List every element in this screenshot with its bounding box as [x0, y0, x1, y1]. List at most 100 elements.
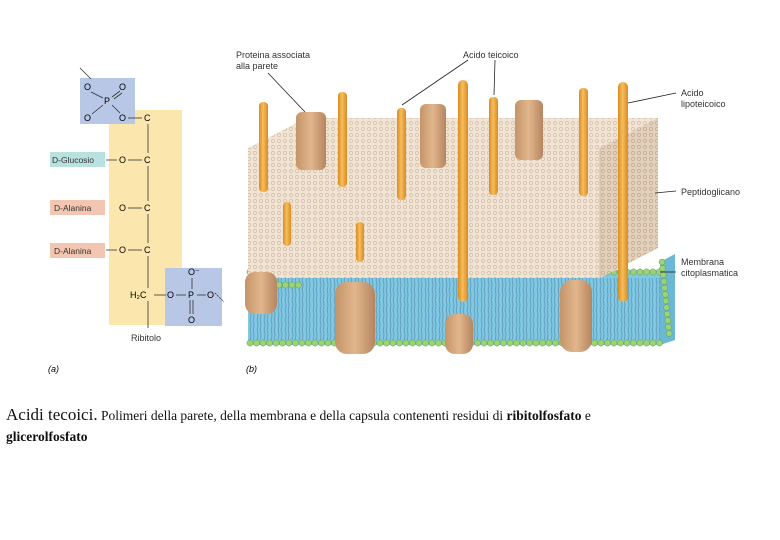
lipid-head	[636, 268, 644, 276]
teichoic-rod	[489, 97, 498, 195]
lipid-head	[665, 330, 673, 337]
lipid-head	[506, 339, 514, 347]
caption-text-2: e	[581, 408, 591, 423]
lipid-head	[532, 339, 540, 347]
lipid-head	[428, 339, 436, 347]
wall-protein	[420, 104, 446, 168]
lipoteichoic-rod	[618, 82, 628, 302]
lipid-head	[288, 281, 296, 289]
glucose-oxygen: O	[119, 155, 126, 165]
lipid-head	[664, 317, 672, 324]
phosphate-bottom-o-top: O⁻	[188, 267, 200, 277]
lipid-head	[376, 339, 384, 347]
lipid-head	[396, 339, 403, 347]
peptidoglycan-layer	[248, 118, 658, 278]
alanine-label-box-1	[50, 200, 105, 215]
alanine-label-1: D-Alanina	[54, 203, 92, 213]
lipid-head	[630, 339, 637, 347]
carbon-4: C	[144, 245, 151, 255]
lipid-head	[279, 339, 286, 347]
phosphate-bottom-p: P	[188, 290, 194, 300]
phosphate-top-box	[80, 78, 135, 124]
alanine-oxygen-1: O	[119, 203, 126, 213]
phosphate-bottom-o-bottom: O	[188, 315, 195, 325]
lipid-head	[604, 339, 611, 347]
carbon-2: C	[144, 155, 151, 165]
h2c-carbon: H₂C	[130, 290, 147, 300]
caption-line-2: glicerolfosfato	[6, 429, 88, 444]
ribitol-label: Ribitolo	[131, 333, 161, 343]
phosphate-bottom-box	[165, 268, 222, 326]
lipid-head	[643, 268, 650, 276]
teichoic-label: Acido teicoico	[463, 50, 519, 60]
lipid-head	[643, 339, 650, 347]
caption-bold-term: ribitolfosfato	[506, 408, 582, 423]
lipid-head	[324, 339, 332, 347]
lipid-head	[500, 339, 507, 347]
lipid-head	[474, 339, 481, 347]
peptidoglycan-label: Peptidoglicano	[681, 187, 740, 197]
carbon-3: C	[144, 203, 151, 213]
lipid-head	[591, 339, 598, 347]
teichoic-rod	[259, 102, 268, 192]
glucose-label-box	[50, 152, 105, 167]
phosphate-bottom-o-left: O	[167, 290, 174, 300]
lipid-head	[266, 339, 273, 347]
lipid-head	[662, 297, 670, 305]
membrane-protein	[560, 280, 592, 352]
phosphate-bottom-o-right: O	[207, 290, 214, 300]
lipid-head	[259, 339, 267, 347]
wall-proteins	[245, 100, 592, 354]
carbon-1: C	[144, 113, 151, 123]
lipid-head	[661, 284, 668, 292]
alanine-oxygen-2: O	[119, 245, 126, 255]
lipid-head	[389, 339, 397, 347]
lipid-head	[282, 281, 289, 289]
lipid-head	[526, 339, 533, 347]
teichoic-rods	[259, 80, 628, 302]
lipid-head	[298, 339, 306, 347]
protein-label: Proteina associata alla parete	[236, 50, 313, 71]
panel-b-label: (b)	[246, 364, 257, 374]
lipid-head	[649, 339, 657, 347]
alanine-label-box-2	[50, 243, 105, 258]
lipid-head	[610, 339, 618, 347]
lipid-head	[656, 339, 663, 347]
lipid-head	[311, 339, 319, 347]
teichoic-rod	[579, 88, 588, 196]
teichoic-acid-figure: O P O O O C C C C H₂C D-Glucosio O D-Ala…	[48, 50, 740, 374]
lipid-head	[663, 310, 671, 318]
lipid-head	[659, 265, 666, 272]
lipid-head	[318, 339, 325, 347]
wall-protein	[515, 100, 543, 160]
alanine-label-2: D-Alanina	[54, 246, 92, 256]
lipid-head	[493, 339, 501, 347]
lipid-head	[292, 339, 299, 347]
lipid-head	[636, 339, 644, 347]
lipid-head	[519, 339, 527, 347]
lipid-head	[285, 339, 293, 347]
panel-b: Proteina associata alla parete Acido tei…	[236, 50, 740, 374]
lipid-head	[409, 339, 416, 347]
panel-a-label: (a)	[48, 364, 59, 374]
caption-title: Acidi tecoici.	[6, 405, 98, 424]
lipid-head	[383, 339, 390, 347]
lipid-head	[272, 339, 280, 347]
lipoteichoic-label: Acido lipoteicoico	[681, 88, 726, 109]
panel-a: O P O O O C C C C H₂C D-Glucosio O D-Ala…	[48, 67, 225, 374]
lipid-head	[630, 268, 637, 276]
lipid-head	[662, 291, 669, 298]
lipid-head	[552, 339, 559, 347]
glucose-label: D-Glucosio	[52, 155, 94, 165]
lipid-head	[295, 281, 302, 289]
lipid-head	[305, 339, 312, 347]
lipid-head	[663, 304, 670, 311]
lipid-head	[665, 323, 672, 331]
lipid-head	[660, 278, 668, 285]
wall-protein	[296, 112, 326, 170]
teichoic-rod	[283, 202, 291, 246]
lipid-head	[422, 339, 429, 347]
membrane-label: Membrana citoplasmatica	[681, 257, 738, 278]
lipid-head	[435, 339, 442, 347]
teichoic-rod	[338, 92, 347, 187]
